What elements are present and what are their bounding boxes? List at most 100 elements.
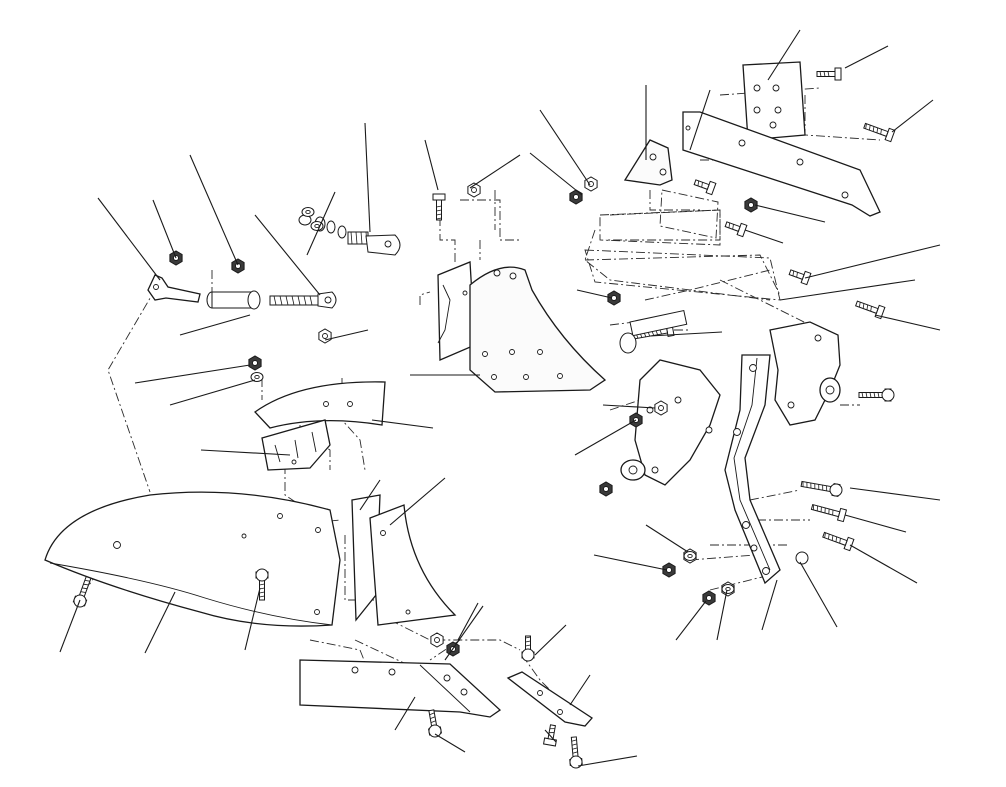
washer-icon	[301, 207, 315, 217]
coulter-bracket	[620, 321, 841, 486]
hex-nut-icon	[654, 400, 668, 416]
washer-icon	[250, 372, 264, 382]
landside	[506, 671, 593, 727]
callout-leader-line	[97, 197, 161, 281]
washer-icon	[310, 221, 324, 231]
bolt-icon	[810, 503, 848, 523]
callout-leader-line	[534, 624, 567, 656]
callout-leader-line	[804, 244, 941, 279]
callout-leader-line	[761, 579, 778, 631]
callout-leader-line	[689, 89, 711, 151]
hex-nut-icon	[584, 176, 598, 192]
callout-leader-line	[849, 544, 918, 584]
clevis-assembly	[298, 214, 401, 256]
callout-leader-line	[779, 279, 916, 301]
hex-nut-icon	[231, 258, 245, 274]
callout-leader-line	[602, 404, 656, 409]
brace-rod-assembly	[147, 274, 337, 310]
callout-leader-line	[169, 379, 256, 406]
callout-leader-line	[874, 314, 941, 331]
callout-leader-line	[544, 729, 557, 743]
callout-leader-line	[844, 45, 889, 69]
callout-leader-line	[189, 154, 239, 266]
hex-nut-icon	[569, 189, 583, 205]
hex-nut-icon	[662, 562, 676, 578]
plow-bolt-head-icon	[829, 483, 843, 497]
callout-leader-line	[152, 199, 177, 259]
hex-nut-icon	[467, 182, 481, 198]
beam-bar	[682, 111, 881, 217]
callout-leaders	[59, 29, 941, 767]
hex-nut-icon	[248, 355, 262, 371]
callout-leader-line	[539, 109, 591, 186]
hex-nut-icon	[318, 328, 332, 344]
washer-icon	[683, 551, 697, 561]
callout-leader-line	[844, 514, 907, 533]
callout-leader-line	[254, 214, 321, 296]
bolt-icon	[822, 531, 855, 552]
bolt-icon	[542, 724, 558, 747]
callout-leader-line	[364, 122, 371, 233]
beam-bracket	[437, 261, 607, 393]
hex-nut-icon	[599, 481, 613, 497]
callout-leader-line	[457, 602, 479, 641]
callout-leader-line	[444, 605, 484, 661]
callout-leader-line	[645, 524, 689, 553]
callout-leader-line	[576, 289, 613, 299]
callout-leader-line	[59, 599, 81, 653]
bolt-icon	[863, 122, 896, 143]
plow-share	[299, 659, 502, 718]
callout-leader-line	[744, 229, 784, 244]
callout-leader-line	[371, 419, 434, 429]
callout-leader-line	[716, 589, 728, 641]
callout-leader-line	[200, 449, 291, 456]
bolt-icon	[816, 67, 842, 81]
hex-nut-icon	[744, 197, 758, 213]
moldboard	[44, 491, 341, 627]
frog-casting	[254, 381, 386, 471]
callout-leader-line	[574, 419, 637, 456]
bolt-icon	[788, 269, 812, 286]
callout-leader-line	[469, 154, 521, 189]
callout-leader-line	[394, 696, 416, 731]
callout-leader-line	[179, 314, 251, 336]
bolt-icon	[724, 221, 748, 238]
callout-leader-line	[649, 331, 723, 337]
callout-leader-line	[675, 600, 707, 641]
shin-plate	[351, 494, 457, 626]
hex-nut-icon	[430, 632, 444, 648]
callout-leader-line	[754, 204, 826, 223]
plow-bolt-head-icon	[569, 755, 583, 769]
plow-standard	[724, 354, 781, 585]
callout-leader-line	[359, 479, 381, 511]
callout-leader-line	[799, 561, 838, 628]
callout-leader-line	[244, 587, 261, 651]
callout-leader-line	[306, 191, 336, 256]
plow-bolt-head-icon	[428, 724, 442, 738]
callout-leader-line	[593, 554, 668, 571]
bolt-icon	[855, 300, 886, 320]
callout-leader-line	[849, 487, 941, 501]
callout-leader-line	[569, 674, 591, 706]
callout-leader-line	[529, 152, 583, 196]
bolt-icon	[432, 193, 446, 221]
callout-leader-line	[134, 364, 251, 384]
plow-bolt-head-icon	[521, 648, 535, 662]
callout-leader-line	[389, 477, 446, 526]
plow-bolt-head-icon	[795, 551, 809, 565]
washer-icon	[721, 584, 735, 594]
phantom-lines	[79, 87, 881, 701]
callout-leader-line	[577, 755, 638, 767]
callout-leader-line	[767, 29, 801, 81]
pivot-bolt-icon	[619, 309, 688, 354]
callout-leader-line	[891, 99, 934, 133]
hitch-plate	[742, 61, 806, 141]
bolt-icon	[693, 179, 717, 196]
callout-leader-line	[144, 591, 176, 654]
callout-leader-line	[324, 329, 369, 341]
angle-bracket	[623, 139, 673, 186]
callout-leader-line	[434, 733, 466, 753]
callout-leader-line	[424, 139, 439, 191]
